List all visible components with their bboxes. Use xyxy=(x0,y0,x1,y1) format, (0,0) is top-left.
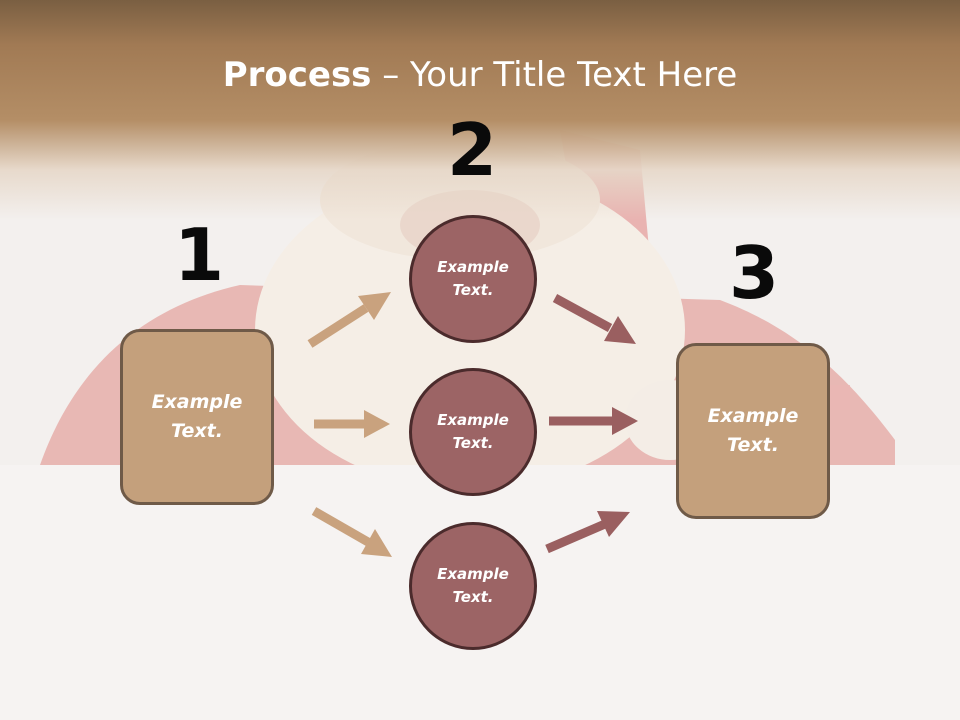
title-rest: – Your Title Text Here xyxy=(371,55,738,95)
arrow-left-to-middle xyxy=(314,410,390,438)
step-number-3: 3 xyxy=(728,231,780,315)
slide-title: Process – Your Title Text Here xyxy=(0,52,960,98)
box-right-line1: Example xyxy=(707,405,799,427)
circle-middle-line1: Example xyxy=(437,411,509,429)
arrow-left-to-bottom xyxy=(311,507,392,557)
circle-middle: Example Text. xyxy=(409,368,537,496)
circle-middle-line2: Text. xyxy=(452,434,494,452)
step-number-1: 1 xyxy=(173,213,225,297)
box-right-line2: Text. xyxy=(727,434,779,456)
title-bold: Process xyxy=(222,55,372,95)
box-left-line1: Example xyxy=(151,391,243,413)
box-left-line2: Text. xyxy=(171,420,223,442)
circle-bottom-line2: Text. xyxy=(452,588,494,606)
circle-top-line2: Text. xyxy=(452,281,494,299)
circle-top-line1: Example xyxy=(437,258,509,276)
header-band xyxy=(0,0,960,220)
arrow-middle-to-right xyxy=(549,407,638,435)
arrow-top-to-right xyxy=(552,294,636,344)
arrow-left-to-top xyxy=(307,292,391,348)
box-right: Example Text. xyxy=(676,343,830,519)
box-left: Example Text. xyxy=(120,329,274,505)
circle-bottom: Example Text. xyxy=(409,522,537,650)
circle-bottom-line1: Example xyxy=(437,565,509,583)
step-number-2: 2 xyxy=(446,108,498,192)
circle-top: Example Text. xyxy=(409,215,537,343)
arrow-bottom-to-right xyxy=(545,511,630,554)
